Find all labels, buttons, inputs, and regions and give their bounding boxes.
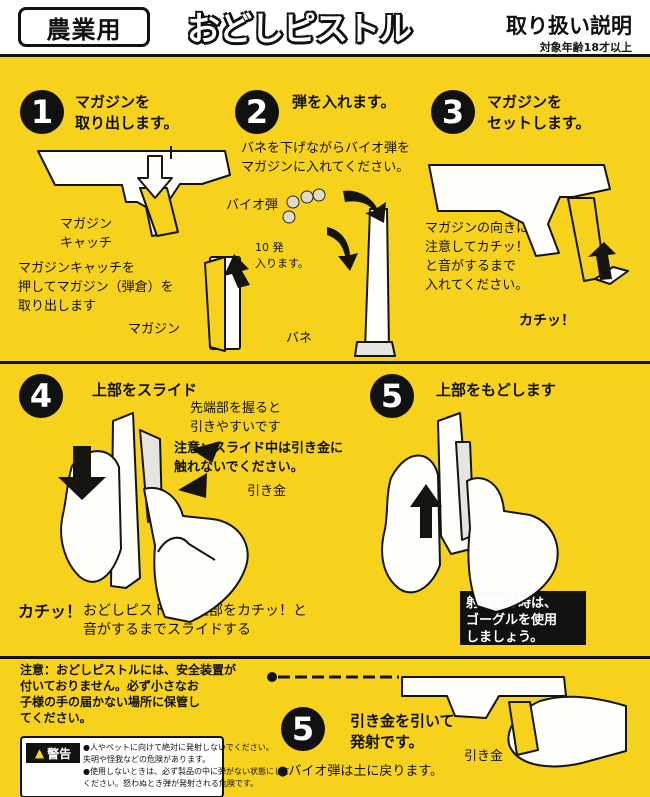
bottom-steps-panel: 注意：おどしピストルには、安全装置が 付いておりません。必ず小さなお 子様の手の… [0,659,650,797]
trigger-label-step-4: 引き金 [247,484,287,499]
step-5-title: 上部をもどします [436,381,556,399]
step-4-instruction: おどしピストルの上部をカチッ！と 音がするまでスライドする [83,603,307,638]
step-3-click: カチッ！ [519,313,575,329]
step-2-title: 弾を入れます。 [292,93,396,111]
top-steps-panel: 1 マガジンを 取り出します。 マガジン キャッチ マガジンキャッチを 押してマ… [0,57,650,364]
bio-bullet-label: バイオ弾 [226,198,279,213]
warning-line: ●人やペットに向けて絶対に発射しないでください。 [83,743,274,752]
warning-label-text: 警告 [47,746,72,761]
step-4-click: カチッ！ [18,602,83,621]
step-1-title: マガジンを 取り出します。 [75,93,179,132]
product-logo: おどしピストル [187,9,412,48]
step-5-fire-number: 5 [281,707,325,751]
slide-illustrations [51,412,559,623]
magazine-label: マガジン [128,322,181,337]
storage-notice: 注意：おどしピストルには、安全装置が 付いておりません。必ず小さなお 子様の手の… [20,663,237,725]
step-3-number: 3 [431,90,475,134]
warning-icon: ▲ [34,746,45,760]
step-3-instruction: マガジンの向きに 注意してカチッ！ と音がするまで 入れてください。 [425,221,530,293]
step-4-tip: 先端部を握ると 引きやすいです [190,401,282,435]
step-5-number: 5 [370,374,414,418]
spring-label: バネ [286,331,313,346]
step-2-instruction: バネを下げながらバイオ弾を マガジンに入れてください。 [241,141,411,175]
warning-line: ●使用しないときは、必ず製品の中に弾がない状態にして [83,767,290,776]
bio-degradable-note: ●バイオ弾は土に戻ります。 [277,764,444,779]
step-1-number: 1 [20,90,64,134]
manual-title: 取り扱い説明 [506,14,632,38]
step-4-number: 4 [19,374,63,418]
step-2-number: 2 [235,90,279,134]
warning-line: 失明や怪我などの危険があります。 [83,755,211,764]
step-4-title: 上部をスライド [92,381,198,399]
header: 農業用 おどしピストル 取り扱い説明 対象年齢18才以上 [0,0,650,57]
age-note: 対象年齢18才以上 [539,41,632,54]
step-1-instruction: マガジンキャッチを 押してマガジン（弾倉）を 取り出します [18,261,174,314]
manual-heading: 取り扱い説明 対象年齢18才以上 [450,10,640,54]
step-5-fire-title: 引き金を引いて 発射です。 [350,712,455,751]
category-badge: 農業用 [18,7,150,47]
warning-box: ▲警告 ●人やペットに向けて絶対に発射しないでください。 失明や怪我などの危険が… [20,736,290,797]
warning-list: ●人やペットに向けて絶対に発射しないでください。 失明や怪我などの危険があります… [83,742,290,790]
gun-top-left-illustration [37,146,629,357]
warning-line: ください。怒わぬとき弾が発射される危険です。 [83,779,259,788]
step-3-title: マガジンを セットします。 [487,93,591,132]
trigger-label-step-5: 引き金 [464,749,504,764]
middle-steps-panel: 4 上部をスライド 先端部を握ると 引きやすいです 注意：スライド中は引き金に … [0,364,650,659]
magazine-catch-label: マガジン キャッチ [60,217,113,251]
warning-label: ▲警告 [26,743,80,763]
ten-round-label: 10 発 入ります。 [255,241,309,270]
firing-illustration [267,672,627,768]
